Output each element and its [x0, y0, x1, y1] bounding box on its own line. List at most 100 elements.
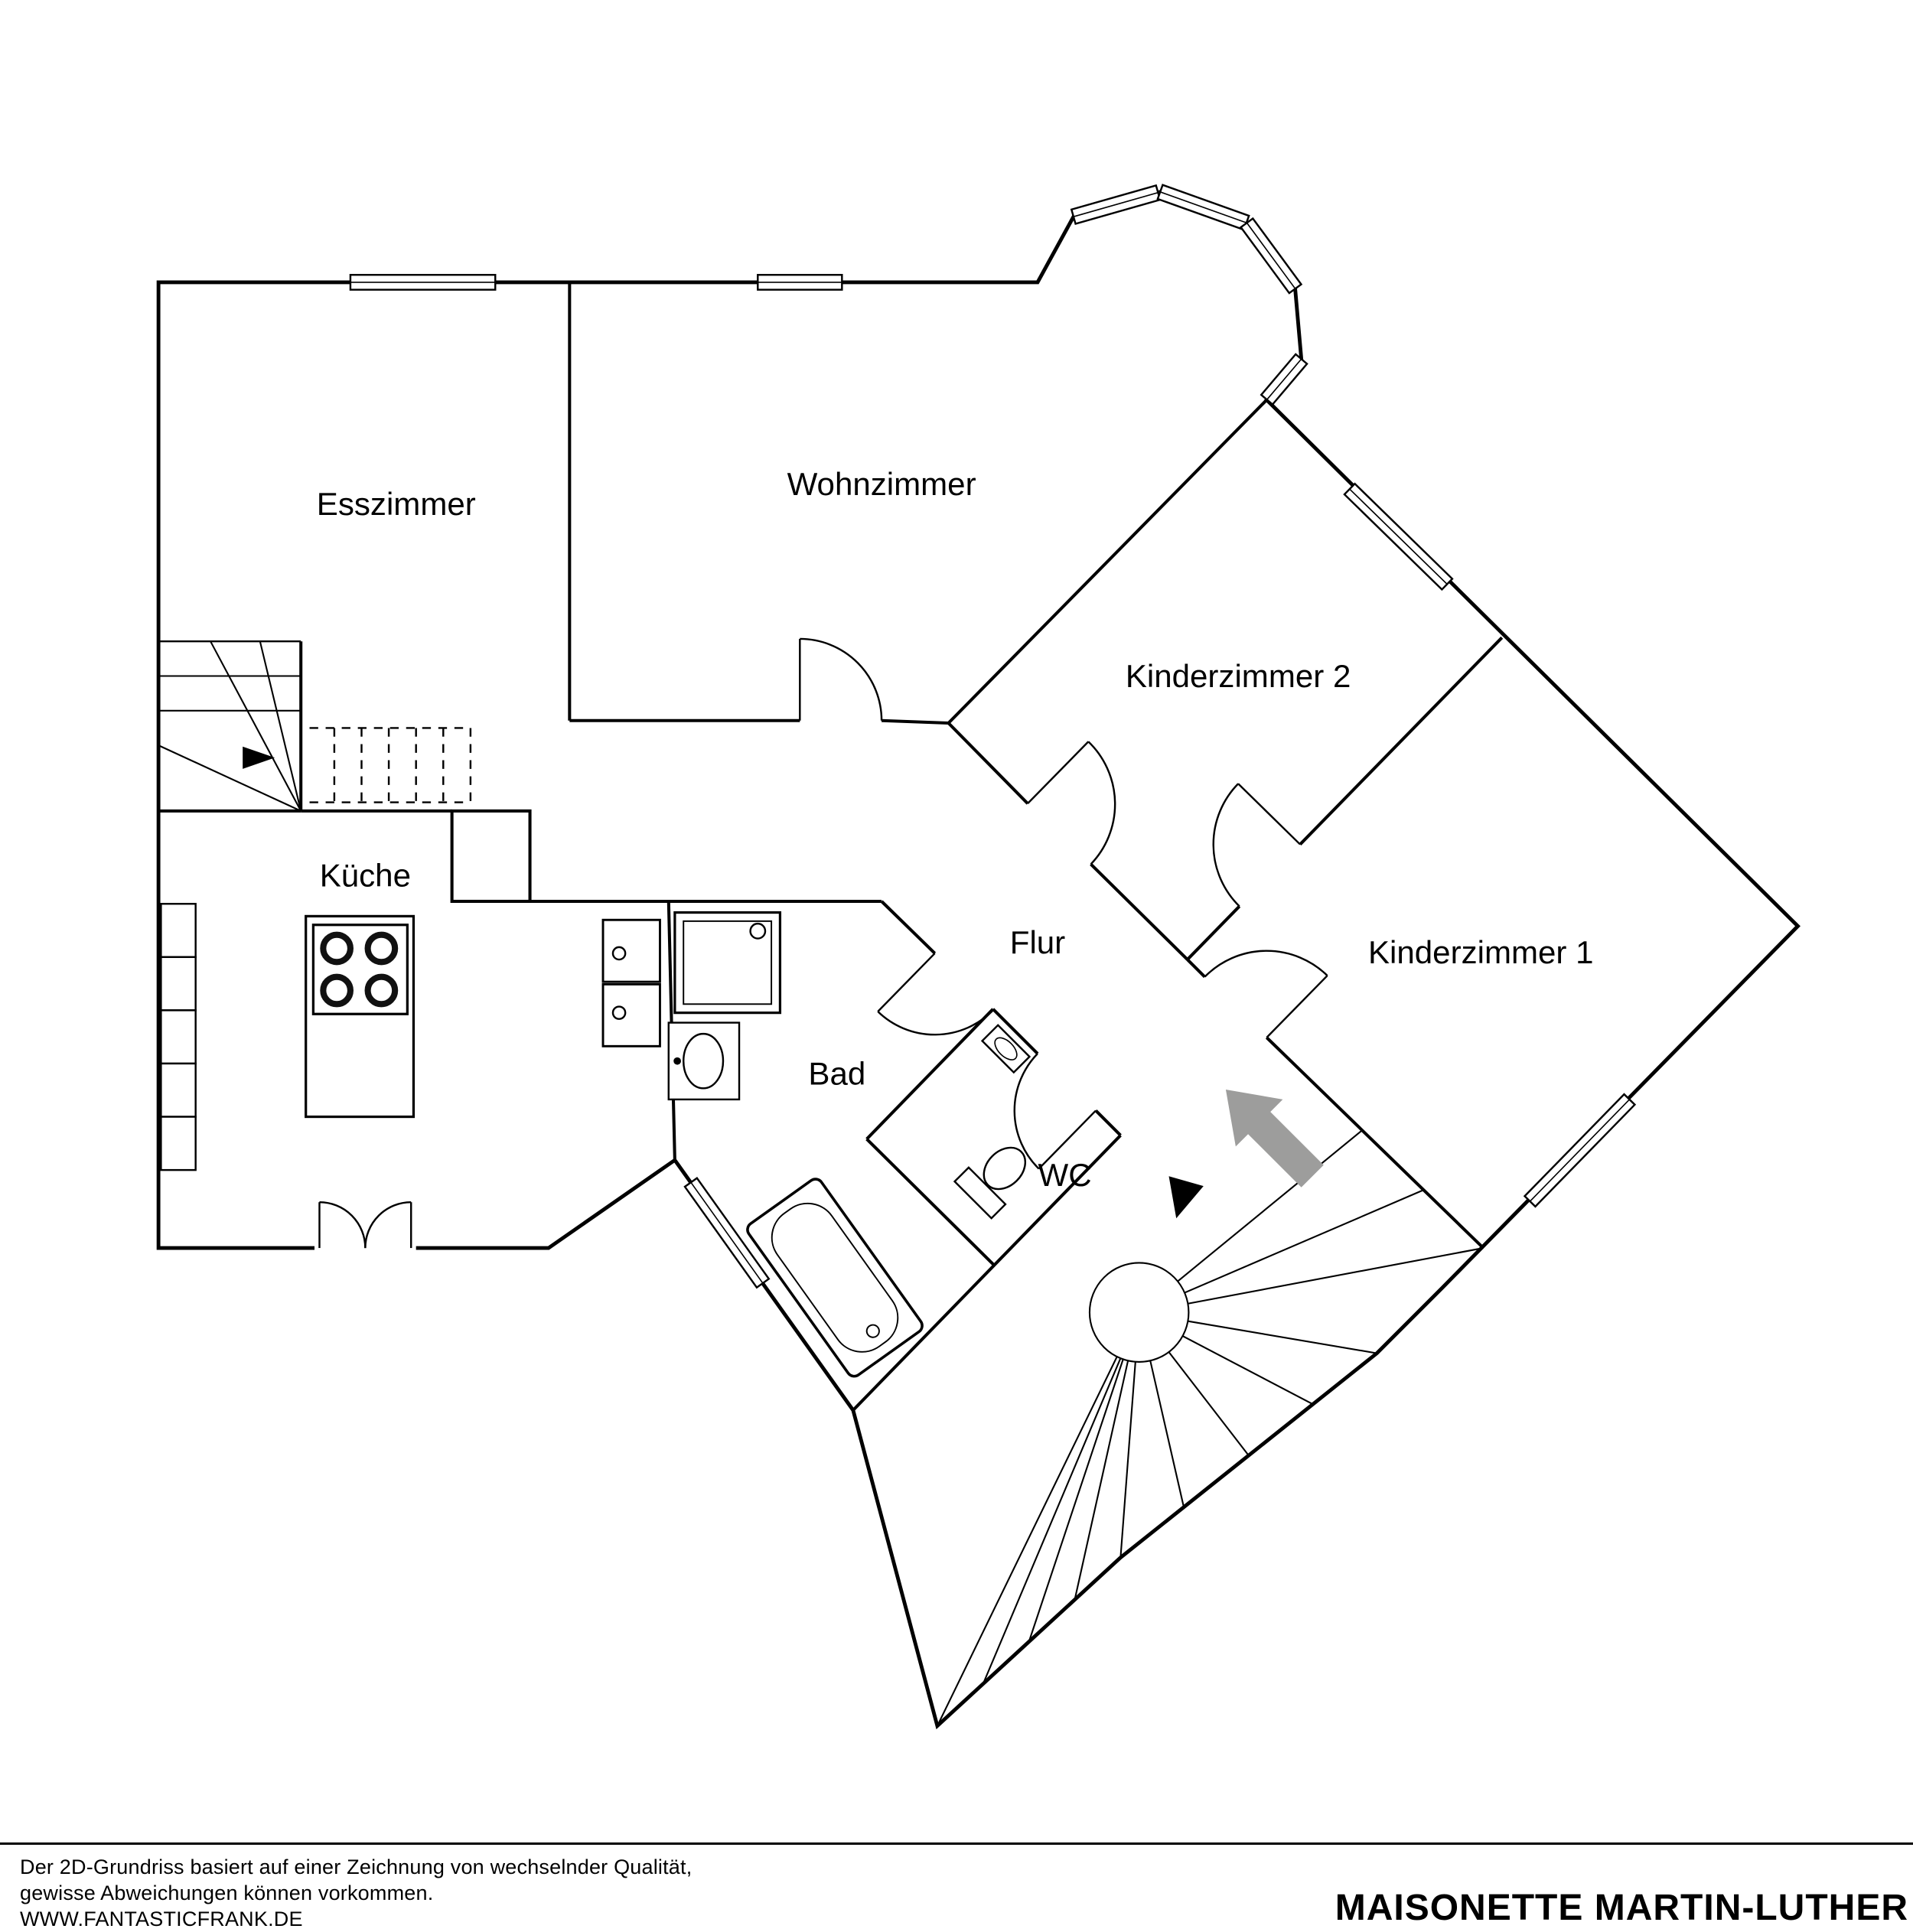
wall-segment: [852, 1134, 1122, 1412]
windows: [349, 184, 1637, 1289]
wall-segment: [1090, 863, 1189, 961]
wc-sink-basin: [994, 1037, 1018, 1060]
cabinet: [160, 903, 197, 959]
footer-website: WWW.FANTASTICFRANK.DE: [20, 1908, 303, 1930]
stair-tread: [1149, 1360, 1185, 1507]
wall-segment: [880, 900, 937, 955]
window: [757, 274, 843, 291]
window: [1070, 184, 1162, 226]
kitchen-sink-faucet: [611, 1005, 627, 1020]
window: [349, 274, 497, 291]
door-swing-arc: [1013, 1053, 1040, 1170]
door-swing-arc: [877, 1009, 994, 1036]
door-leaf: [877, 953, 936, 1012]
room-label-bad: Bad: [808, 1055, 865, 1091]
room-label-esszimmer: Esszimmer: [317, 486, 476, 522]
window-glass-line: [1349, 488, 1448, 585]
cabinet: [160, 956, 197, 1012]
kitchen-sink-icon: [601, 918, 661, 983]
bathroom-fixtures: [667, 911, 924, 1378]
bathtub-icon: [746, 1178, 924, 1378]
room-label-flur: Flur: [1010, 924, 1065, 960]
duct: [450, 809, 532, 904]
window-glass-line: [1073, 191, 1159, 217]
window-glass-line: [1246, 222, 1296, 289]
stove-burner: [364, 973, 399, 1008]
wall-segment: [947, 399, 1268, 725]
staircase-upper-dashed: [309, 727, 472, 803]
footer-row: Der 2D-Grundriss basiert auf einer Zeich…: [0, 1845, 1913, 1932]
door-leaf: [1237, 783, 1301, 845]
stair-tread: [1187, 1247, 1484, 1305]
footer: Der 2D-Grundriss basiert auf einer Zeich…: [0, 1842, 1913, 1932]
cabinet: [160, 1062, 197, 1118]
window-glass-line: [1266, 358, 1302, 400]
window: [1260, 353, 1308, 406]
wall-segment: [882, 718, 949, 725]
window: [1239, 217, 1303, 295]
door-swing-arc: [1087, 741, 1116, 865]
wall-segment: [947, 722, 1029, 805]
room-label-kinderzimmer-1: Kinderzimmer 1: [1368, 934, 1594, 970]
stair-direction-arrow-icon: [1168, 1176, 1204, 1219]
kitchen-fixtures: [160, 903, 661, 1171]
kitchen-sink-faucet: [611, 946, 627, 961]
room-labels: Esszimmer Wohnzimmer Kinderzimmer 2 Kind…: [317, 466, 1594, 1193]
window: [683, 1176, 771, 1289]
stair-newel-circle: [1088, 1262, 1190, 1363]
kitchen-sink-icon: [601, 982, 661, 1047]
wall-segment: [1186, 905, 1241, 961]
stair-tread: [1119, 1361, 1136, 1558]
room-label-kueche: Küche: [320, 858, 411, 894]
stove-burner: [364, 931, 399, 966]
door-swing-arc: [364, 1201, 412, 1249]
plan-title: MAISONETTE MARTIN-LUTHER: [1335, 1888, 1908, 1928]
toilet-icon: [953, 1146, 1027, 1220]
stair-tread: [1028, 1359, 1124, 1642]
stair-tread: [1177, 1129, 1363, 1282]
shower-drain: [749, 922, 767, 940]
wc-fixtures: [953, 1024, 1031, 1220]
cabinet: [160, 1116, 197, 1171]
wc-sink-icon: [980, 1024, 1031, 1074]
room-label-wohnzimmer: Wohnzimmer: [787, 466, 976, 502]
staircase-main: [936, 1129, 1484, 1727]
wall-segment: [865, 1008, 995, 1141]
wall-segment: [992, 1008, 1039, 1055]
interior-walls: [158, 282, 1504, 1412]
entrance-arrow-icon: [1225, 1089, 1324, 1188]
stair-tread: [1168, 1351, 1249, 1455]
room-label-kinderzimmer-2: Kinderzimmer 2: [1126, 658, 1351, 694]
bathroom-sink-icon: [682, 1032, 725, 1090]
window-glass-line: [690, 1181, 764, 1284]
stair-tread: [982, 1357, 1122, 1685]
window-glass-line: [1529, 1099, 1631, 1202]
bathroom-sink-faucet: [673, 1057, 681, 1065]
stair-tread: [259, 640, 302, 812]
stair-tread: [936, 1357, 1118, 1727]
window: [1343, 482, 1454, 591]
stair-direction-arrow-icon: [243, 746, 275, 769]
disclaimer-line-1: Der 2D-Grundriss basiert auf einer Zeich…: [20, 1855, 693, 1878]
stair-tread: [210, 640, 302, 812]
wall-segment: [1299, 636, 1504, 845]
wall-segment: [1094, 1109, 1122, 1137]
doors: [318, 637, 1328, 1249]
door-leaf: [1038, 1109, 1097, 1170]
wall-segment: [1186, 958, 1206, 979]
door-leaf: [1027, 741, 1090, 805]
stair-tread: [158, 744, 301, 812]
stair-tread: [1181, 1335, 1313, 1405]
bathtub-drain: [865, 1324, 880, 1338]
staircase-upper: [158, 640, 302, 812]
door-leaf: [1266, 975, 1328, 1038]
toilet-tank: [953, 1166, 1007, 1220]
wall-segment: [865, 1138, 996, 1267]
door-swing-arc: [319, 1201, 367, 1249]
bathtub-inner: [771, 1202, 899, 1353]
cabinet: [160, 1009, 197, 1065]
room-label-wc: WC: [1038, 1157, 1092, 1193]
stair-tread: [1185, 1189, 1425, 1294]
